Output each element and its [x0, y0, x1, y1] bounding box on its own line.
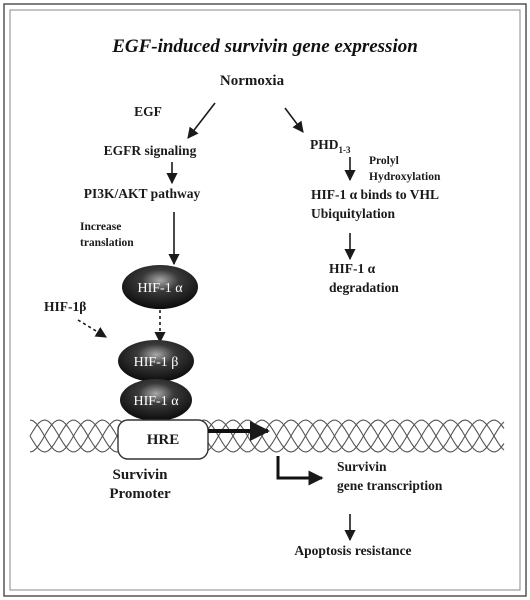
hif1a-top-pill: HIF-1 α	[122, 265, 198, 309]
hif-degradation-label-2: degradation	[329, 280, 399, 295]
hydroxylation-label: Hydroxylation	[369, 171, 441, 183]
survivin-transcription-label-1: Survivin	[337, 459, 387, 474]
hre-label: HRE	[147, 432, 180, 448]
arrow-normoxia-phd	[284, 107, 304, 133]
arrow-normoxia-egfr	[187, 102, 216, 139]
egfr-signaling-label: EGFR signaling	[104, 143, 197, 158]
dna-strand	[29, 419, 505, 453]
hif-vhl-label: HIF-1 α binds to VHL	[311, 187, 439, 202]
hif1a-bottom-pill: HIF-1 α	[120, 379, 192, 421]
hif1a-top-label: HIF-1 α	[137, 281, 183, 296]
survivin-transcription-label-2: gene transcription	[337, 478, 443, 493]
egf-label: EGF	[134, 104, 162, 119]
survivin-promoter-label-2: Promoter	[109, 486, 171, 502]
translation-label: translation	[80, 237, 134, 249]
hif1b-pill: HIF-1 β	[118, 340, 194, 382]
hif1b-pill-label: HIF-1 β	[134, 355, 179, 370]
pi3k-akt-label: PI3K/AKT pathway	[84, 186, 201, 201]
dna-strand	[29, 419, 505, 453]
apoptosis-label: Apoptosis resistance	[294, 543, 411, 558]
hif-degradation-label-1: HIF-1 α	[329, 261, 376, 276]
hif1b-label: HIF-1β	[44, 299, 86, 314]
arrow-transcription-start	[276, 456, 324, 486]
hif1a-bottom-label: HIF-1 α	[133, 394, 179, 409]
figure-inner-border	[9, 9, 521, 591]
diagram-title: EGF-induced survivin gene expression	[111, 36, 418, 57]
prolyl-label: Prolyl	[369, 155, 399, 167]
increase-label: Increase	[80, 221, 121, 233]
figure-border	[3, 3, 527, 597]
phd-label: PHD1-3	[310, 137, 351, 155]
normoxia-label: Normoxia	[220, 73, 285, 89]
survivin-promoter-label-1: Survivin	[112, 467, 168, 483]
hre-box: HRE	[117, 419, 209, 460]
ubiquitylation-label: Ubiquitylation	[311, 206, 396, 221]
